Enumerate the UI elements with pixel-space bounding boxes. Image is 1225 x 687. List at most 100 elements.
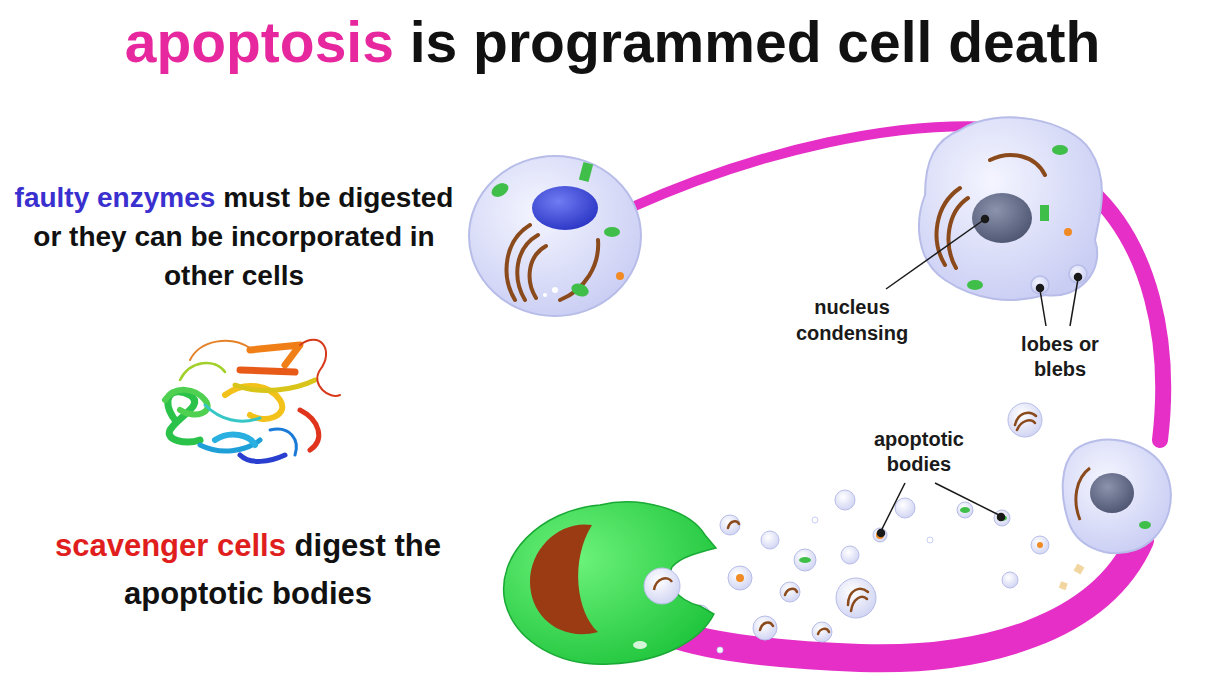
- condensing-cell-part: [972, 193, 1032, 243]
- body-contents-part: [728, 413, 1036, 634]
- body-contents-part: [736, 574, 744, 582]
- fragmenting-cell-part: [1074, 564, 1085, 575]
- body-contents-part: [927, 537, 933, 543]
- healthy-cell-part: [543, 293, 547, 297]
- diagram-title: apoptosis is programmed cell death: [125, 8, 1101, 76]
- enzyme-protein-part: [240, 455, 285, 461]
- fragmenting-cell: [1059, 440, 1171, 591]
- apoptotic-bodies-part: [957, 502, 973, 518]
- fragmenting-cell-part: [1063, 440, 1171, 554]
- apoptotic-bodies-part: [753, 616, 777, 640]
- apoptotic-bodies-part: [761, 531, 779, 549]
- callout-label: lobes or blebs: [1014, 332, 1106, 382]
- enzyme-protein-part: [300, 340, 340, 396]
- healthy-cell-part-part: [530, 246, 546, 298]
- enzyme-protein-part: [190, 341, 250, 360]
- callout-label: nucleus condensing: [777, 294, 927, 346]
- leader-lines-part: [998, 514, 1005, 521]
- body-contents-part-part: [818, 629, 829, 634]
- leader-lines-part: [881, 483, 905, 531]
- body-contents: [717, 413, 1043, 653]
- leader-lines-part: [1040, 290, 1046, 326]
- condensing-cell-part: [1069, 265, 1087, 283]
- leader-lines-part: [1070, 279, 1078, 326]
- enzyme-protein-part: [165, 390, 208, 415]
- condensing-cell-part: [1064, 228, 1072, 236]
- condensing-cell-part: [1052, 145, 1068, 155]
- body-contents-part-part: [785, 589, 797, 595]
- text-block: scavenger cellsdigest the apoptotic bodi…: [8, 522, 488, 618]
- enzyme-protein-part: [205, 405, 260, 421]
- body-contents-part-part: [1015, 413, 1036, 425]
- apoptotic-bodies-part: [836, 578, 876, 618]
- condensing-cell-part: [937, 155, 1045, 268]
- apoptotic-bodies-part: [835, 490, 855, 510]
- leader-lines-part: [886, 219, 985, 289]
- apoptotic-bodies-part: [780, 582, 800, 602]
- fragmenting-cell-part: [1059, 581, 1068, 590]
- condensing-cell: [919, 117, 1102, 300]
- enzyme-protein: [165, 340, 340, 462]
- body-contents-part: [812, 517, 818, 523]
- healthy-cell-part: [507, 225, 599, 300]
- scavenger-cell-part: [504, 502, 716, 664]
- apoptotic-bodies-part: [994, 510, 1010, 526]
- scavenger-cell: [504, 502, 716, 664]
- text-block: faulty enzymesmust be digested or they c…: [10, 178, 458, 295]
- enzyme-protein-part: [235, 380, 315, 390]
- healthy-cell-part-part: [560, 240, 598, 300]
- leader-lines-part: [1075, 274, 1082, 281]
- healthy-cell-part: [532, 186, 598, 230]
- condensing-cell-part: [919, 117, 1102, 300]
- scavenger-cell-part: [530, 524, 598, 634]
- body-contents-part-part: [851, 597, 867, 611]
- fragmenting-cell-part: [1139, 521, 1151, 529]
- condensing-cell-part-part: [990, 155, 1045, 175]
- enzyme-protein-part: [300, 410, 319, 450]
- title-block: apoptosis is programmed cell death: [0, 8, 1225, 76]
- leader-lines-part: [878, 530, 885, 537]
- callout-label: apoptotic bodies: [857, 427, 981, 477]
- leader-lines-part: [1037, 285, 1044, 292]
- enzyme-protein-part: [240, 370, 295, 372]
- apoptotic-bodies-part: [720, 515, 740, 535]
- enzyme-protein-part: [215, 435, 255, 445]
- body-contents-part: [1037, 542, 1043, 548]
- note-text: faulty enzymes: [15, 182, 216, 213]
- apoptotic-bodies-part: [895, 498, 915, 518]
- healthy-cell-part: [616, 272, 624, 280]
- enzyme-protein-part: [180, 363, 225, 380]
- healthy-cell-part: [569, 281, 590, 298]
- scavenger-cell-part: [644, 568, 680, 604]
- apoptotic-bodies-part: [794, 549, 816, 571]
- healthy-cell-part: [552, 287, 558, 293]
- scavenger-cell-part: [633, 641, 647, 649]
- enzyme-protein-part: [250, 345, 300, 365]
- process-ribbon-part: [680, 540, 1140, 658]
- body-contents-part-part: [728, 521, 739, 528]
- healthy-cell-part: [469, 156, 641, 316]
- apoptotic-bodies-part: [728, 566, 752, 590]
- scavenger-cell-part: [654, 578, 672, 590]
- apoptotic-bodies-part: [812, 622, 832, 642]
- apoptotic-bodies-part: [1002, 572, 1018, 588]
- leader-lines-part: [935, 483, 999, 515]
- condensing-cell-part: [1040, 205, 1049, 221]
- healthy-cell-part: [604, 227, 620, 237]
- healthy-cell-part: [489, 180, 511, 199]
- apoptotic-bodies: [690, 403, 1049, 642]
- healthy-cell-part-part: [517, 235, 538, 300]
- body-contents-part: [960, 507, 970, 513]
- fragmenting-cell-part: [1090, 473, 1134, 513]
- apoptotic-bodies-part: [841, 546, 859, 564]
- body-contents-part: [717, 647, 723, 653]
- apoptotic-bodies-part: [1031, 536, 1049, 554]
- enzyme-protein-part: [270, 429, 296, 455]
- process-ribbon-part: [1090, 190, 1163, 440]
- note-text: scavenger cells: [55, 528, 286, 563]
- healthy-cell: [469, 156, 641, 316]
- fragmenting-cell-part: [1076, 468, 1090, 520]
- apoptotic-bodies-part: [873, 528, 887, 542]
- body-contents-part: [799, 557, 811, 563]
